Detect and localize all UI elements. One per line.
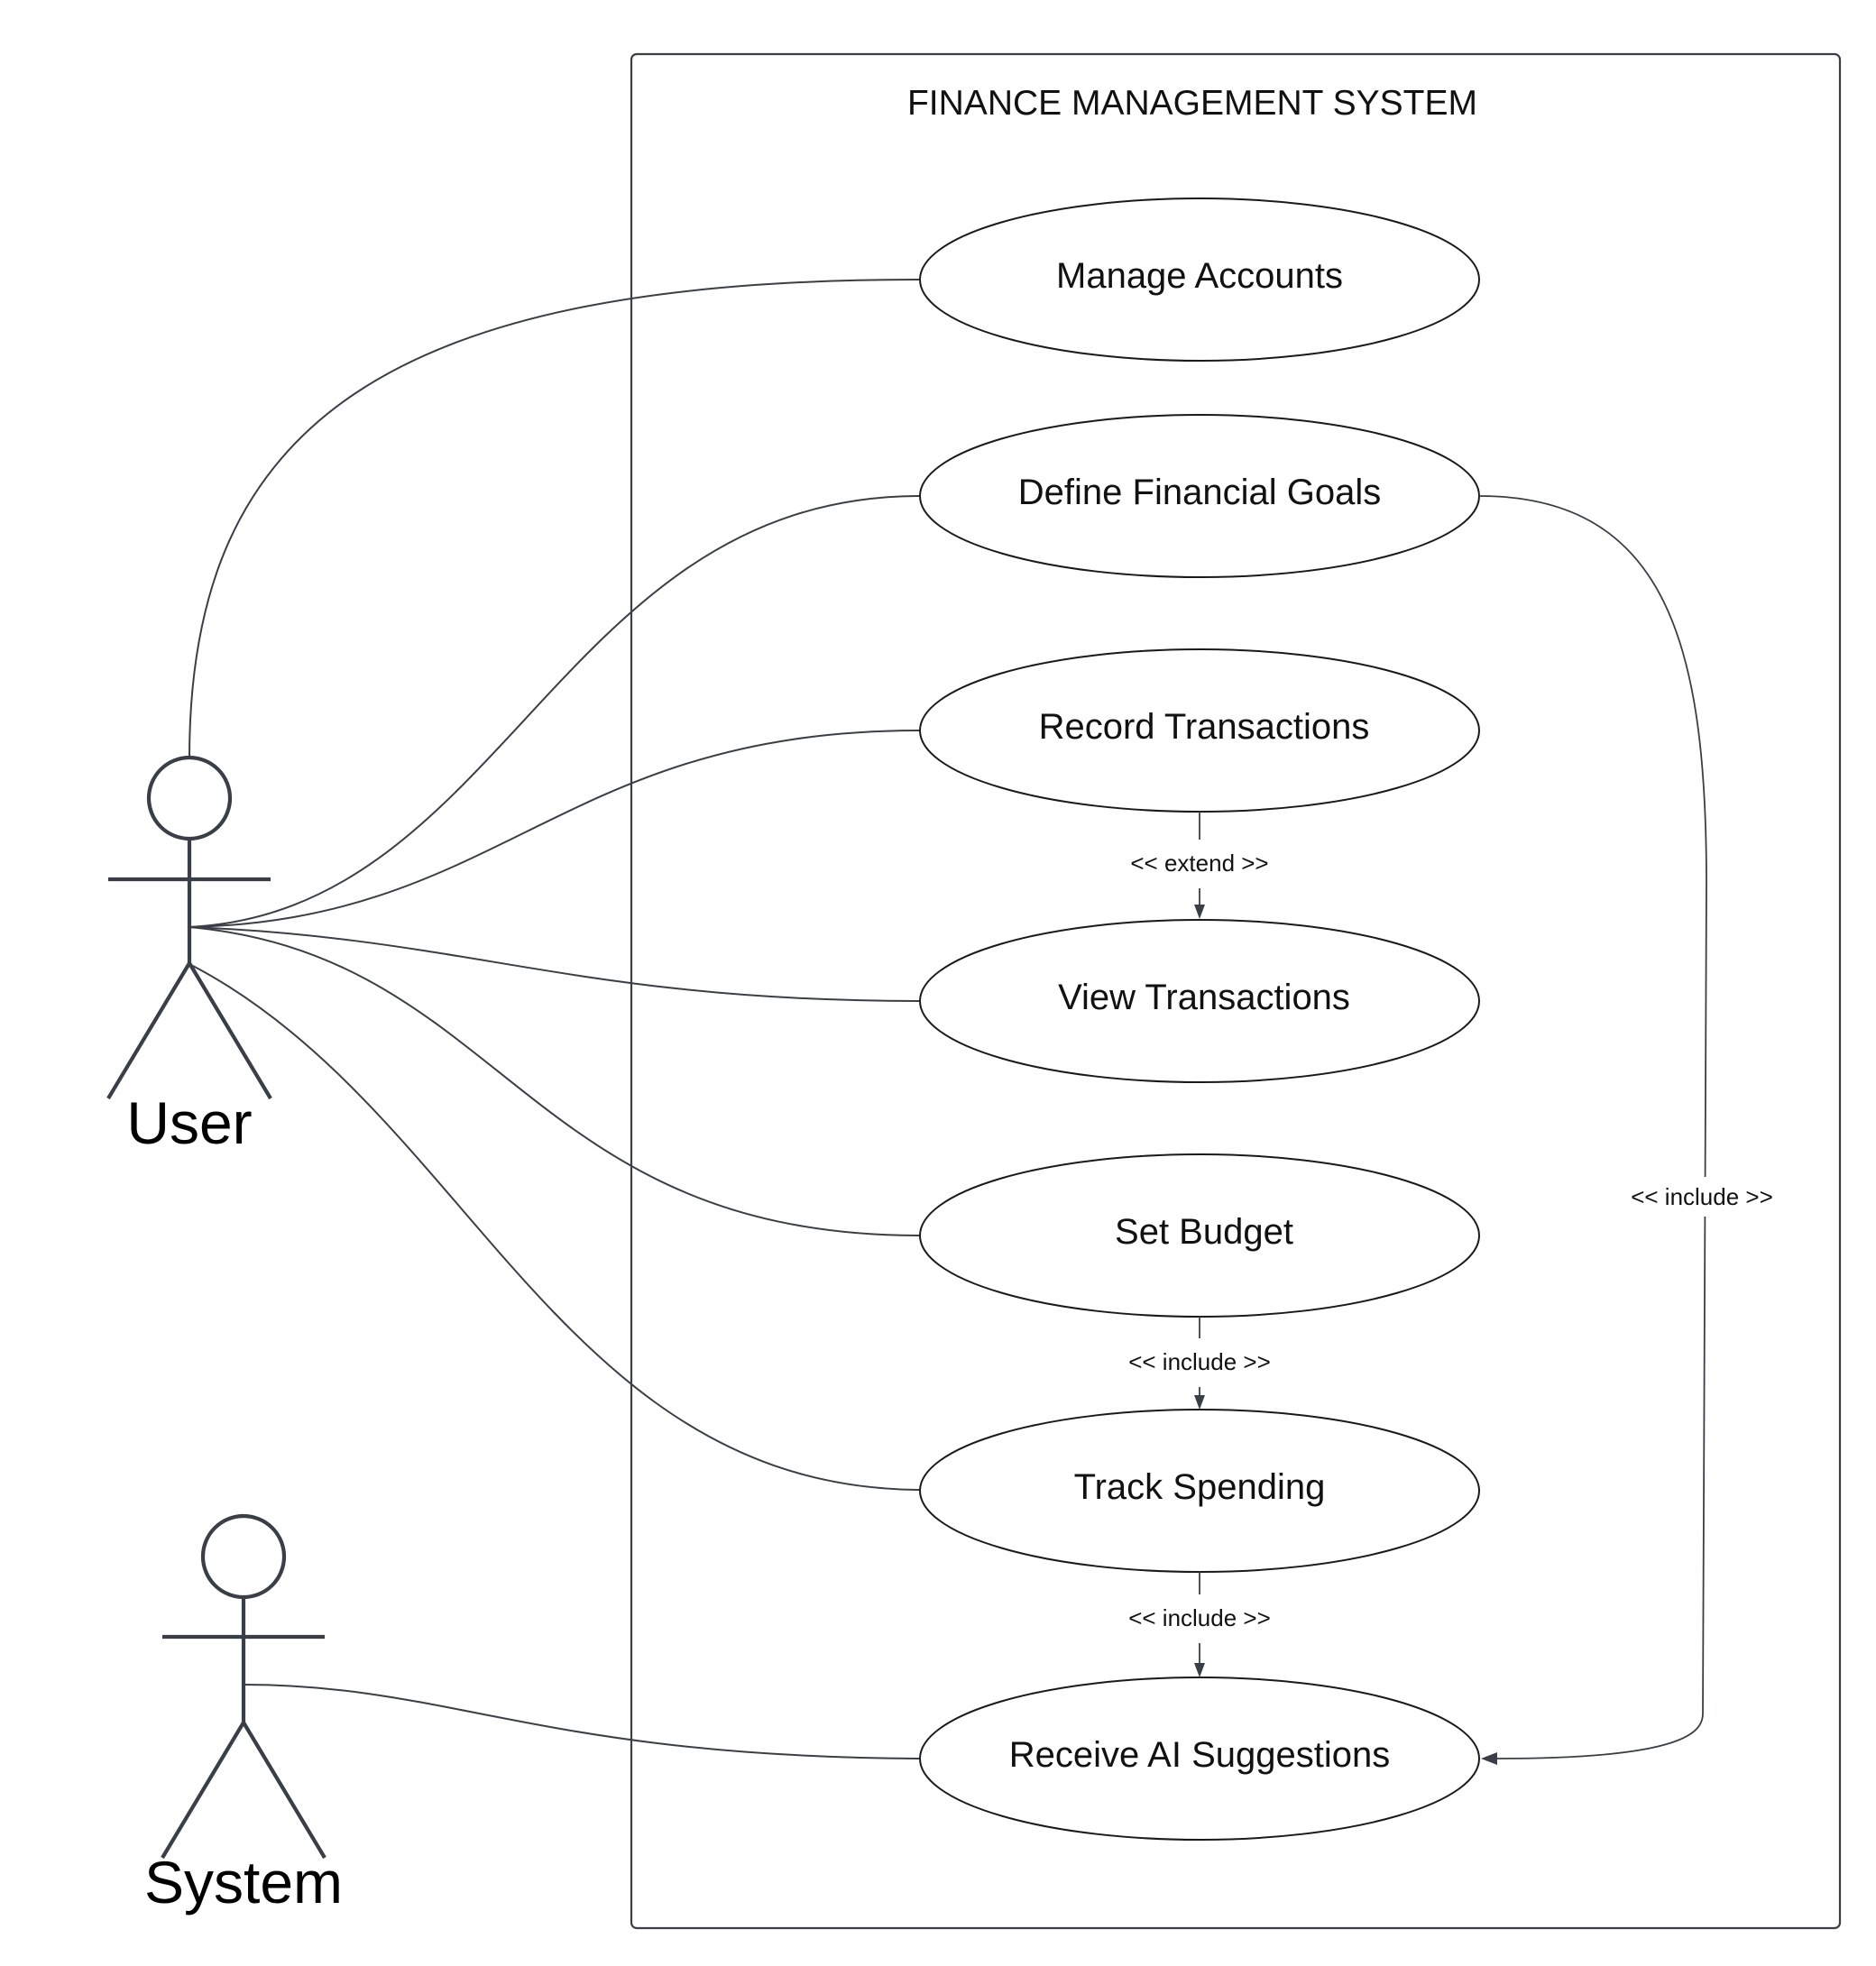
relationship-label: << extend >> [1130, 850, 1268, 877]
association-user-track-spending [190, 964, 921, 1491]
use-case-label: Record Transactions [1039, 707, 1370, 747]
association-system-receive-ai-suggestions [243, 1684, 921, 1759]
association-user-define-financial-goals [189, 495, 921, 928]
association-user-set-budget [189, 926, 921, 1236]
actor-system: System [144, 1513, 343, 1915]
association-user-record-transactions [189, 730, 921, 928]
use-case-label: Set Budget [1115, 1212, 1293, 1252]
relationship-label: << include >> [1631, 1183, 1773, 1210]
actor-system-label: System [144, 1849, 343, 1915]
include-goals-to-ai: << include >> [1478, 495, 1780, 1765]
use-case-label: Track Spending [1074, 1467, 1326, 1507]
use-case-record-transactions: Record Transactions [919, 648, 1480, 813]
use-case-receive-ai-suggestions: Receive AI Suggestions [919, 1677, 1480, 1841]
actor-head [146, 755, 233, 841]
actor-head [200, 1513, 287, 1600]
use-case-manage-accounts: Manage Accounts [919, 198, 1480, 362]
actor-user: User [106, 755, 272, 1156]
system-boundary [630, 52, 1842, 1930]
association-user-manage-accounts [189, 279, 921, 758]
extend-record-to-view: << extend >> [1130, 812, 1269, 919]
relationship-label: << include >> [1128, 1348, 1271, 1375]
use-case-label: Manage Accounts [1056, 256, 1343, 296]
actor-user-label: User [126, 1089, 252, 1156]
use-case-track-spending: Track Spending [919, 1409, 1480, 1573]
use-case-label: Define Financial Goals [1018, 473, 1381, 512]
use-case-define-financial-goals: Define Financial Goals [919, 414, 1480, 578]
use-case-label: View Transactions [1058, 978, 1350, 1017]
use-case-view-transactions: View Transactions [919, 919, 1480, 1083]
system-title: FINANCE MANAGEMENT SYSTEM [907, 84, 1477, 123]
use-case-set-budget: Set Budget [919, 1153, 1480, 1318]
relationship-label: << include >> [1128, 1604, 1271, 1631]
include-spending-to-ai: << include >> [1128, 1572, 1271, 1677]
include-budget-to-spending: << include >> [1128, 1317, 1271, 1410]
use-case-label: Receive AI Suggestions [1009, 1735, 1390, 1775]
association-user-view-transactions [189, 926, 921, 1002]
